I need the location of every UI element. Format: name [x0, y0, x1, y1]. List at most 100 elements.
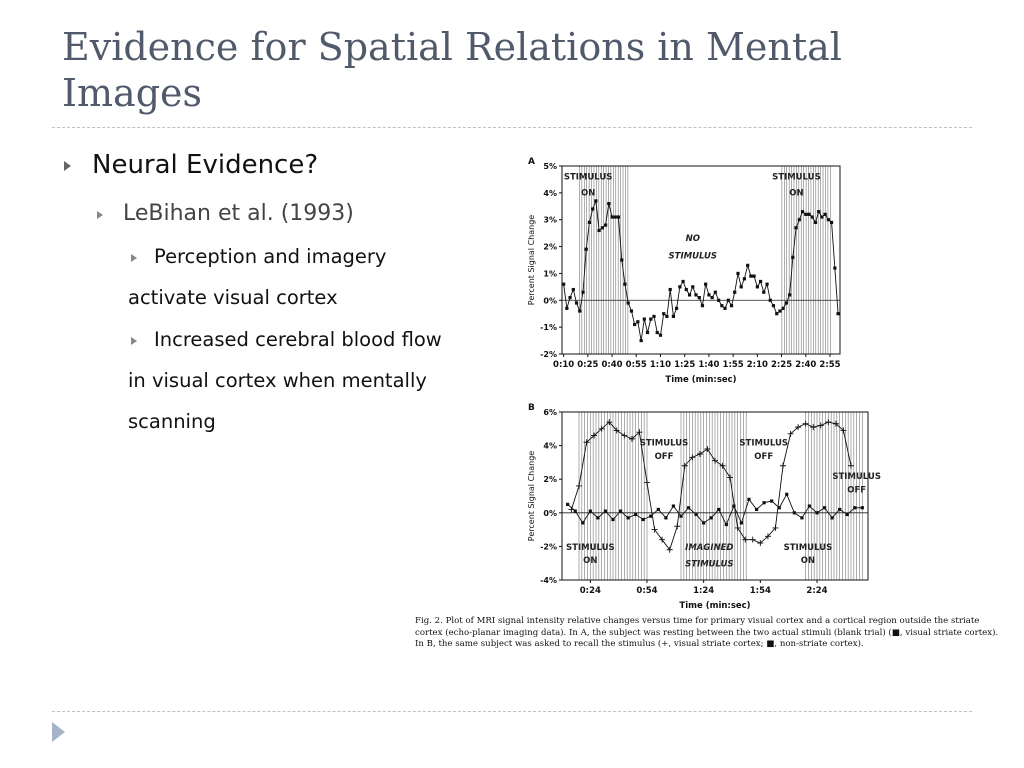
bullet-neural-evidence: Neural Evidence? [92, 150, 319, 180]
bullet-arrow-icon [131, 337, 137, 345]
data-point-square [775, 312, 779, 316]
data-point-square [649, 317, 653, 321]
data-point-square [762, 290, 766, 294]
data-point-plus [674, 523, 681, 530]
data-point-square [574, 301, 579, 305]
data-point-square [566, 502, 570, 506]
data-point-square [610, 215, 614, 219]
data-point-square [771, 304, 776, 308]
data-point-square [681, 279, 685, 284]
data-point-plus [613, 427, 620, 434]
stimulus-annotation: ON [801, 556, 815, 566]
data-point-square [581, 290, 585, 294]
data-point-square [616, 215, 621, 219]
data-point-square [826, 218, 830, 222]
data-point-square [645, 330, 650, 335]
data-point-plus [659, 536, 666, 543]
stimulus-annotation: STIMULUS [739, 439, 788, 449]
data-point-square [749, 274, 753, 278]
x-tick-label: 2:40 [795, 360, 816, 370]
y-tick-label: 4% [543, 442, 557, 451]
data-point-square [785, 492, 789, 496]
data-point-square [770, 499, 774, 503]
data-point-square [587, 220, 592, 224]
x-tick-label: 1:10 [650, 360, 671, 370]
data-point-square [838, 507, 842, 512]
x-tick-label: 0:54 [636, 586, 657, 596]
data-point-plus [848, 462, 854, 469]
data-point-square [807, 212, 811, 216]
stimulus-annotation: STIMULUS [669, 252, 717, 262]
data-point-plus [810, 424, 817, 431]
plot-frame [561, 411, 869, 581]
y-axis-label: Percent Signal Change [527, 451, 536, 541]
data-point-square [664, 516, 668, 520]
data-point-square [655, 330, 659, 335]
data-point-square [810, 215, 814, 219]
x-tick-label: 2:55 [819, 360, 840, 370]
data-point-square [603, 509, 608, 513]
data-point-square [618, 509, 623, 513]
bullet-bloodflow-line2: in visual cortex when mentally [128, 369, 427, 392]
panel-label: A [528, 157, 535, 167]
data-point-square [800, 516, 804, 520]
y-tick-label: -1% [540, 323, 557, 332]
data-point-square [636, 320, 640, 324]
x-tick-label: 1:25 [674, 360, 695, 370]
data-point-square [562, 282, 566, 286]
data-point-square [568, 296, 572, 300]
data-point-square [778, 309, 782, 313]
data-point-square [820, 215, 824, 219]
data-point-square [613, 215, 617, 219]
data-point-square [853, 506, 857, 510]
data-point-square [678, 285, 682, 289]
data-point-square [687, 293, 692, 297]
data-point-square [662, 312, 666, 316]
series-line [563, 200, 839, 341]
stimulus-annotation: IMAGINED [685, 543, 733, 553]
data-point-plus [795, 424, 802, 431]
x-tick-label: 1:55 [723, 360, 744, 370]
data-point-plus [712, 457, 718, 464]
data-point-plus [621, 432, 628, 439]
data-point-square [822, 506, 827, 510]
data-point-square [584, 247, 588, 251]
data-point-plus [749, 536, 756, 543]
data-point-square [649, 514, 653, 518]
data-point-square [629, 309, 634, 313]
data-point-square [691, 285, 695, 289]
nav-arrow-icon[interactable] [52, 722, 65, 742]
data-point-square [713, 290, 717, 294]
bullet-arrow-icon [64, 161, 71, 171]
bullet-bloodflow-line1: Increased cerebral blood flow [154, 328, 442, 351]
data-point-square [697, 296, 701, 300]
data-point-square [777, 506, 781, 510]
footer-divider [52, 711, 972, 712]
data-point-square [600, 226, 604, 230]
y-tick-label: 2% [543, 243, 557, 252]
data-point-plus [644, 479, 650, 486]
data-point-plus [606, 419, 613, 426]
data-point-square [829, 220, 834, 224]
data-point-plus [787, 430, 794, 437]
data-point-square [581, 521, 585, 525]
data-point-square [781, 306, 785, 310]
data-point-square [671, 314, 675, 318]
data-point-plus [727, 474, 734, 481]
data-point-plus [840, 427, 847, 434]
data-point-square [588, 509, 592, 513]
data-point-plus [651, 526, 658, 533]
data-point-square [807, 504, 812, 508]
data-point-square [845, 512, 849, 517]
y-tick-label: 3% [543, 216, 557, 225]
data-point-square [717, 507, 721, 512]
data-point-square [565, 306, 569, 310]
stimulus-annotation: ON [789, 189, 803, 199]
data-point-plus [696, 451, 703, 457]
figure-caption: Fig. 2. Plot of MRI signal intensity rel… [415, 616, 999, 649]
panel-label: B [528, 403, 535, 413]
data-point-plus [757, 540, 764, 547]
data-point-plus [780, 462, 786, 469]
data-point-square [794, 226, 798, 230]
data-point-square [720, 304, 724, 308]
